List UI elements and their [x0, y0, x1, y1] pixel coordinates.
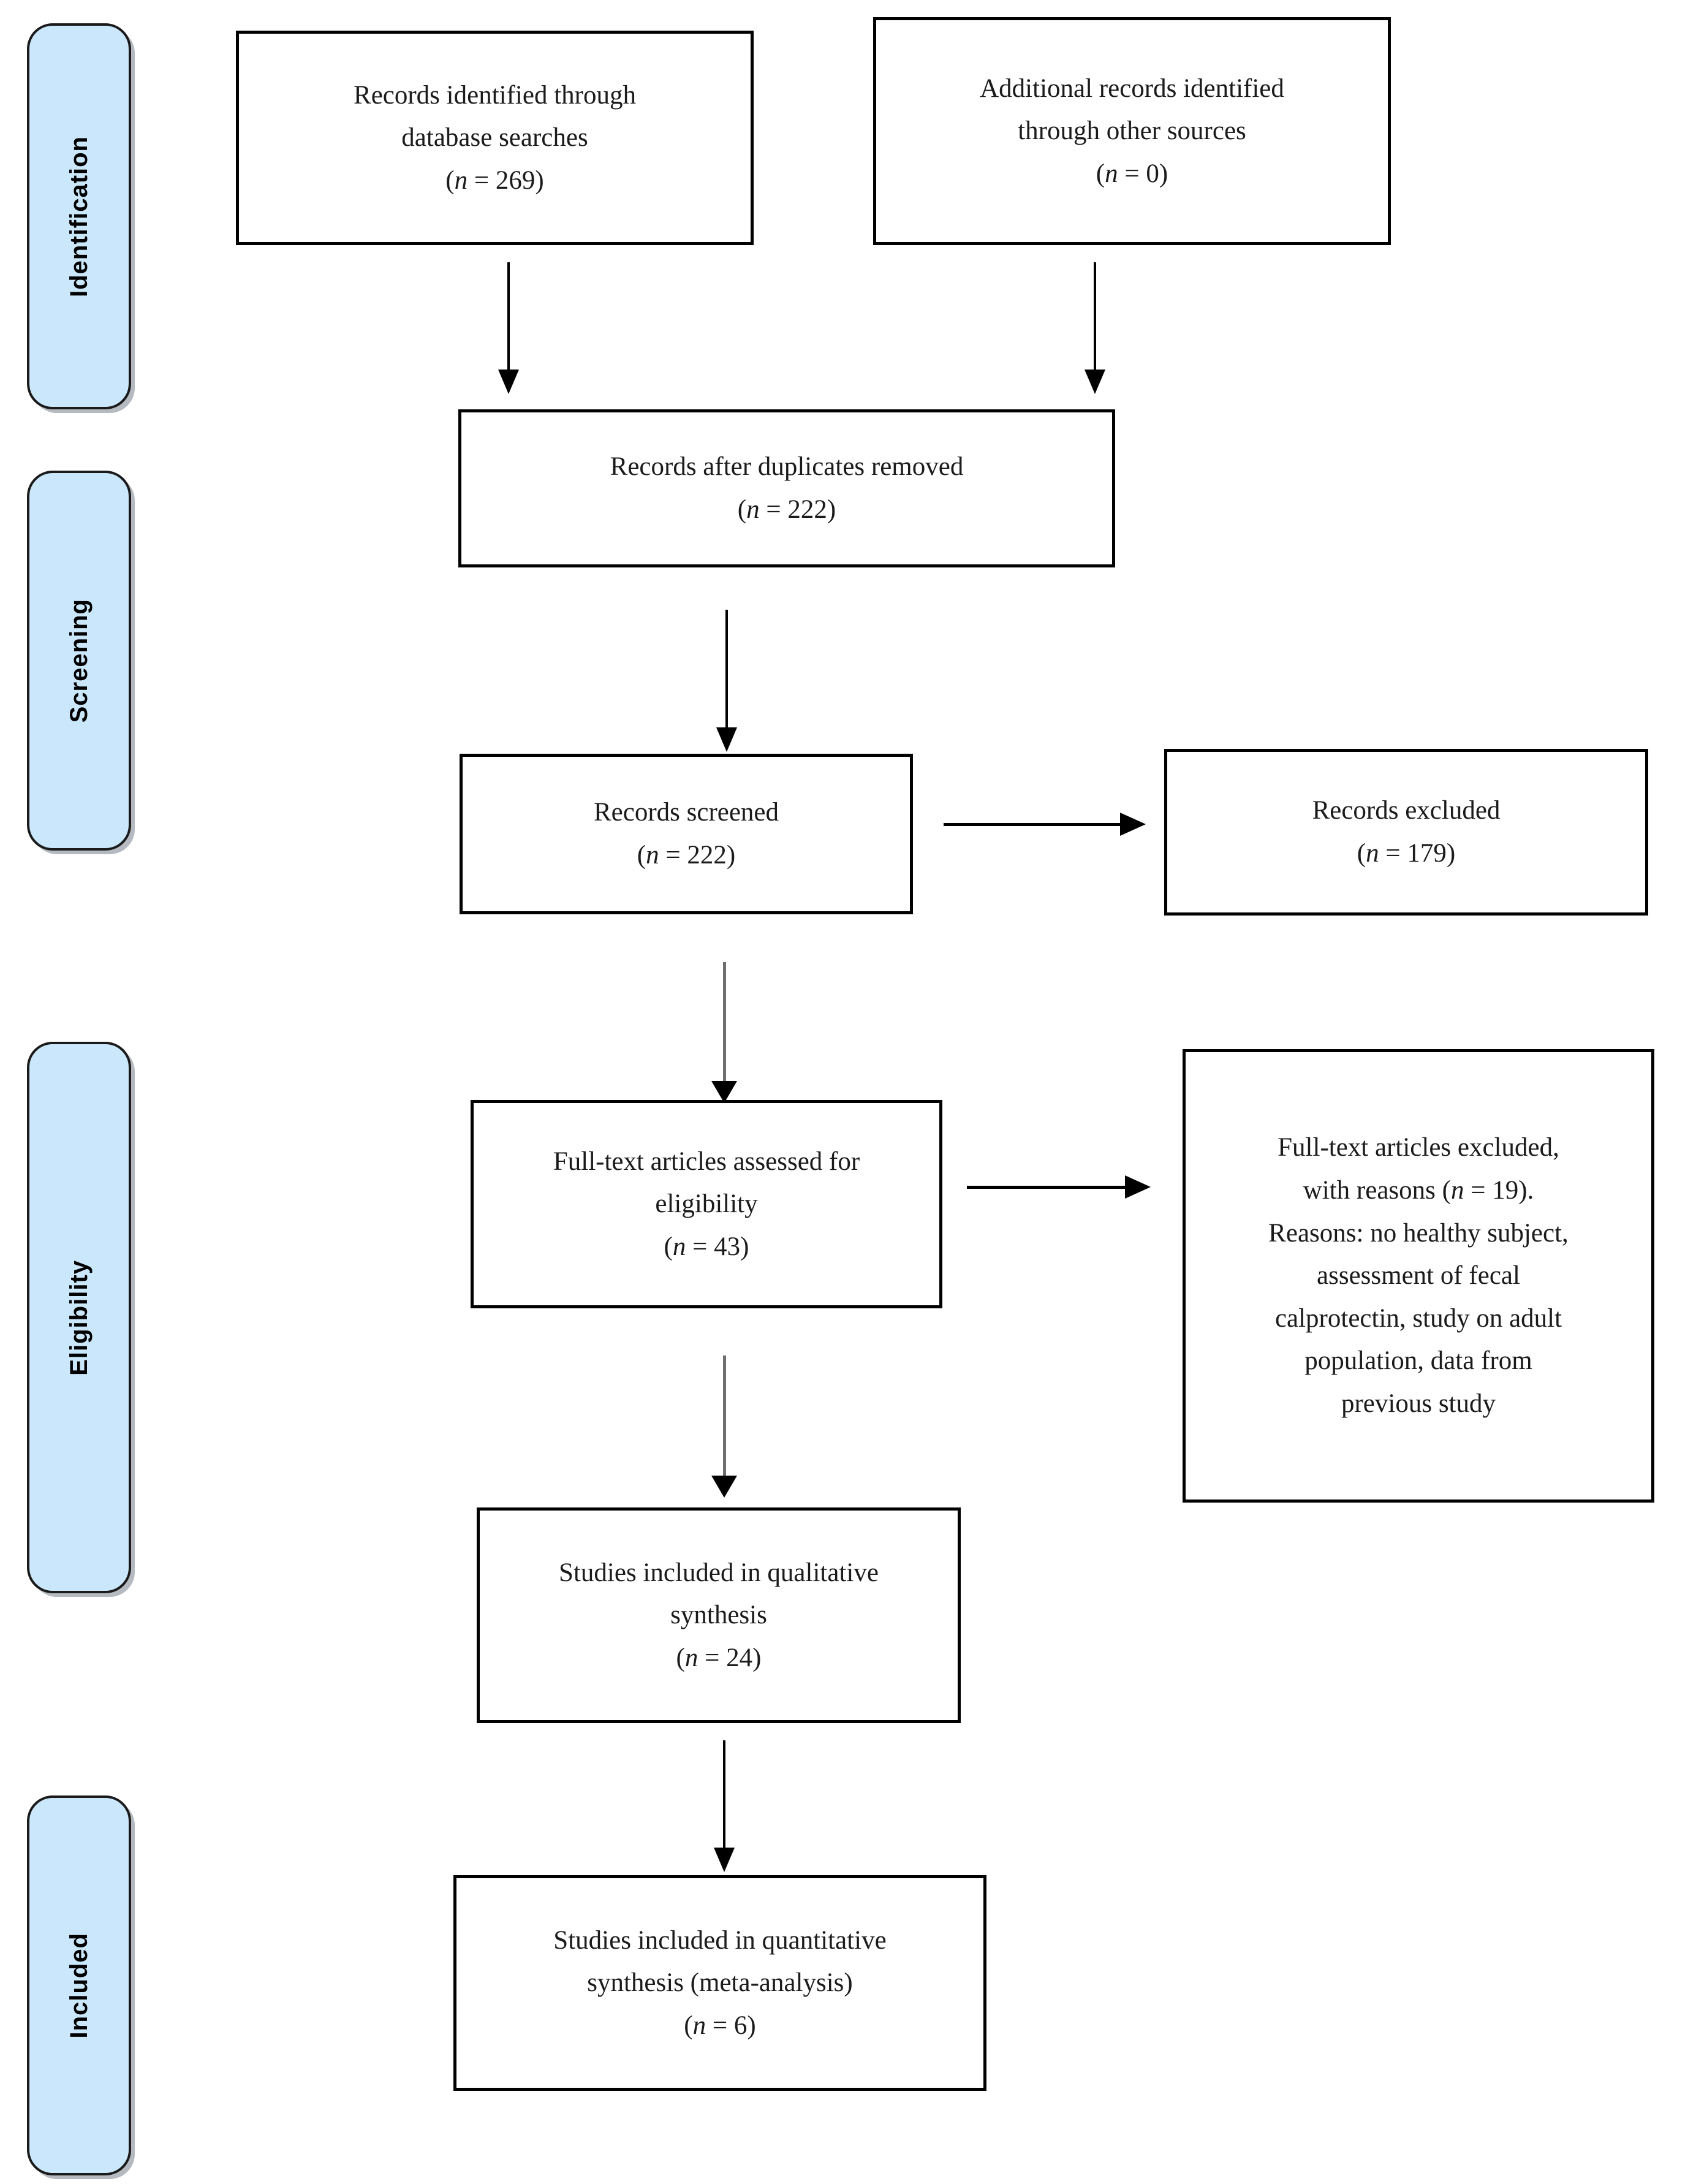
box-line: Reasons: no healthy subject,: [1268, 1218, 1569, 1248]
box-count: (n = 179): [1357, 839, 1456, 868]
box-line: Full-text articles assessed for: [553, 1147, 860, 1176]
box-count: (n = 43): [664, 1232, 749, 1261]
box-line: Full-text articles excluded,: [1278, 1133, 1559, 1162]
box-records-excluded: Records excluded (n = 179): [1164, 749, 1648, 916]
box-line: with reasons (n = 19).: [1303, 1175, 1534, 1205]
box-records-identified-other-sources: Additional records identified through ot…: [873, 17, 1391, 245]
box-records-screened: Records screened (n = 222): [460, 754, 913, 914]
box-count: (n = 24): [676, 1643, 762, 1672]
stage-label-eligibility: Eligibility: [65, 1259, 93, 1376]
box-line: synthesis (meta-analysis): [587, 1968, 853, 1998]
stage-pill-eligibility: Eligibility: [27, 1042, 131, 1593]
stage-label-included: Included: [65, 1932, 93, 2039]
box-line: Records identified through: [354, 80, 636, 110]
box-line: eligibility: [655, 1189, 758, 1219]
box-records-after-duplicates: Records after duplicates removed (n = 22…: [458, 409, 1115, 567]
box-line: population, data from: [1304, 1346, 1532, 1376]
box-count: (n = 222): [737, 495, 836, 524]
box-quantitative-synthesis: Studies included in quantitative synthes…: [453, 1875, 986, 2091]
box-line: Records screened: [593, 798, 779, 827]
box-count: (n = 0): [1096, 159, 1168, 188]
box-fulltext-assessed: Full-text articles assessed for eligibil…: [471, 1100, 942, 1308]
box-line: Records after duplicates removed: [610, 452, 964, 482]
box-line: through other sources: [1018, 116, 1246, 146]
box-line: calprotectin, study on adult: [1274, 1303, 1562, 1333]
box-line: Studies included in qualitative: [559, 1558, 879, 1587]
box-line: synthesis: [670, 1601, 767, 1630]
stage-label-screening: Screening: [65, 598, 93, 723]
box-count: (n = 269): [445, 165, 544, 195]
box-count: (n = 222): [637, 841, 736, 870]
box-line: Records excluded: [1312, 796, 1501, 825]
box-qualitative-synthesis: Studies included in qualitative synthesi…: [477, 1507, 961, 1723]
box-fulltext-excluded: Full-text articles excluded, with reason…: [1183, 1049, 1654, 1503]
box-records-identified-database: Records identified through database sear…: [236, 31, 754, 245]
box-line: Studies included in quantitative: [553, 1925, 887, 1955]
box-line: previous study: [1341, 1389, 1496, 1419]
stage-label-identification: Identification: [65, 135, 93, 297]
box-count: (n = 6): [684, 2011, 756, 2040]
stage-pill-included: Included: [27, 1795, 131, 2175]
box-line: Additional records identified: [980, 74, 1284, 103]
box-line: database searches: [401, 123, 588, 153]
stage-pill-screening: Screening: [27, 471, 131, 851]
stage-pill-identification: Identification: [27, 23, 131, 409]
box-line: assessment of fecal: [1317, 1261, 1520, 1291]
